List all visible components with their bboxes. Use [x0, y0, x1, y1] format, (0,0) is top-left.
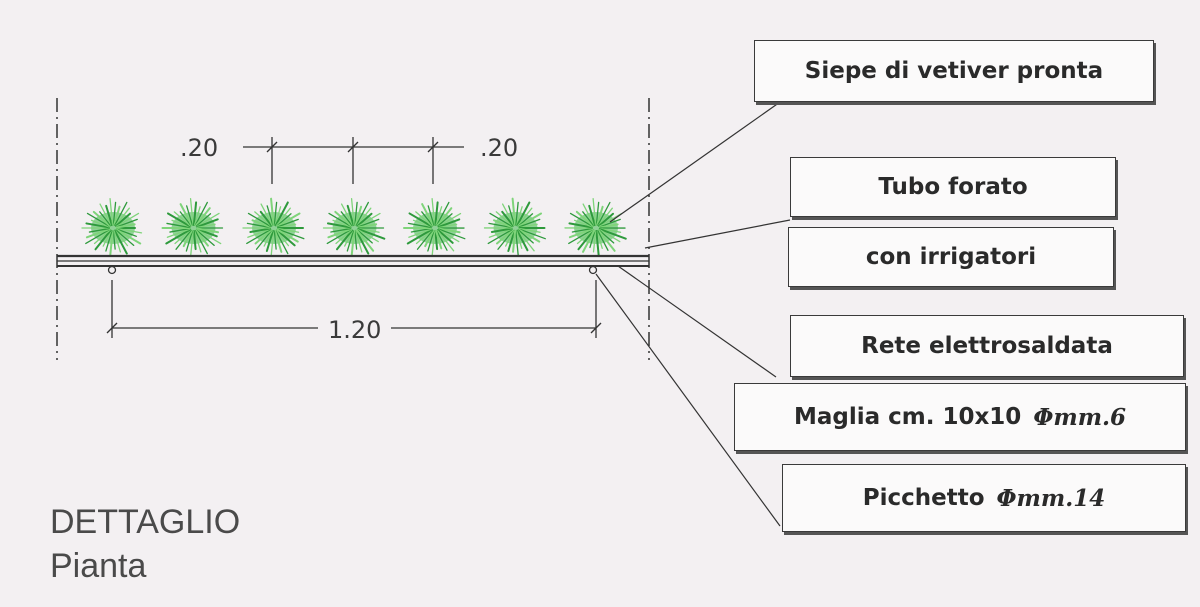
spacing-dimension	[243, 137, 464, 184]
vetiver-plant	[81, 198, 143, 257]
spacing-dimension-left-label: .20	[178, 134, 221, 162]
leader-lines	[595, 94, 791, 527]
vetiver-plant	[242, 197, 305, 257]
welded-mesh-lines	[57, 254, 649, 267]
total-width-label: 1.20	[318, 318, 392, 342]
vetiver-plant	[403, 198, 466, 257]
vetiver-plant	[161, 198, 224, 257]
vetiver-plant	[483, 197, 546, 257]
vetiver-plant	[322, 198, 386, 257]
label-welded-mesh: Rete elettrosaldata	[790, 315, 1184, 377]
stake-marker-right	[588, 265, 598, 275]
detail-subtitle: Pianta	[50, 547, 147, 585]
vetiver-plant	[564, 198, 627, 257]
stake-marker-left	[107, 265, 117, 275]
label-sprinklers: con irrigatori	[788, 227, 1114, 287]
vetiver-hedge	[81, 197, 627, 257]
stake-diameter-spec: Φmm.14	[996, 484, 1106, 512]
detail-title: DETTAGLIO	[50, 503, 241, 541]
label-vetiver-hedge: Siepe di vetiver pronta	[754, 40, 1154, 102]
mesh-diameter-spec: Φmm.6	[1033, 403, 1127, 431]
label-perforated-pipe: Tubo forato	[790, 157, 1116, 217]
spacing-dimension-right-label: .20	[478, 134, 521, 162]
